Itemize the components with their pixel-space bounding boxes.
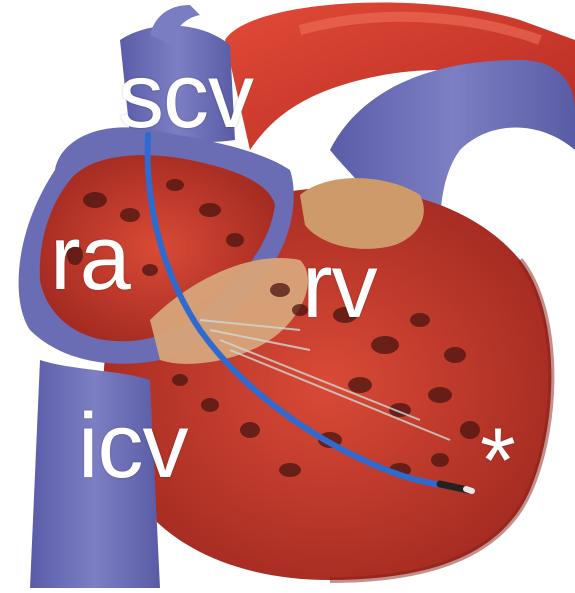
label-asterisk: * [480,415,515,507]
label-scv: scv [118,50,253,142]
label-ra: ra [50,212,130,304]
label-icv: icv [78,400,187,492]
label-rv: rv [302,240,377,332]
pacing-lead-electrode [466,489,472,491]
